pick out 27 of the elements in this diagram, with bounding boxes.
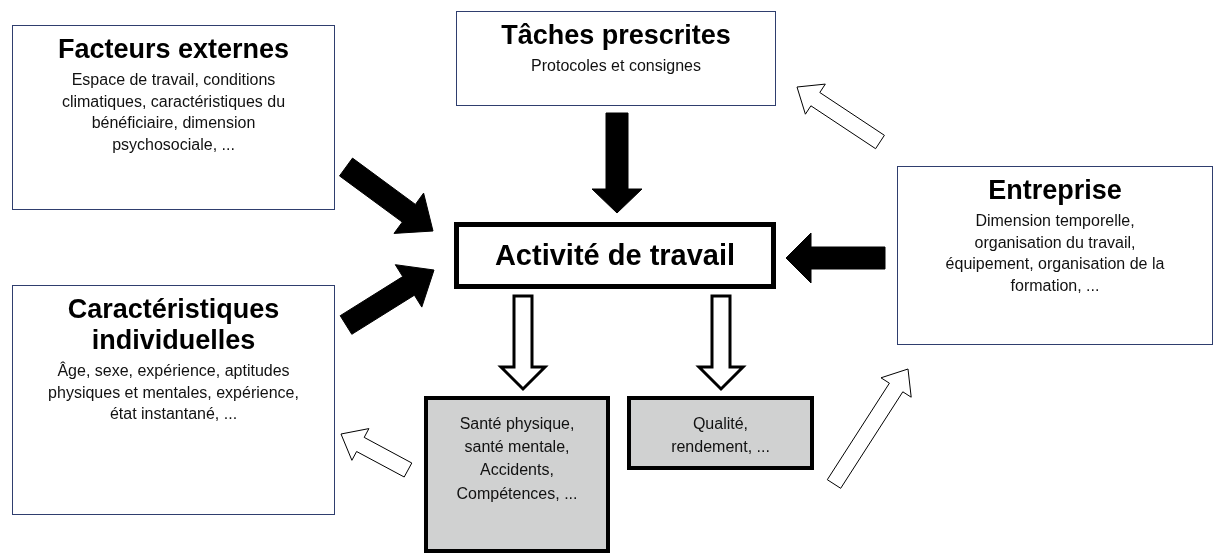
block-arrow xyxy=(591,112,643,214)
box-description: Santé physique, santé mentale, Accidents, Compétences, ... xyxy=(455,414,579,504)
central-box xyxy=(454,222,776,289)
box-description: Espace de travail, conditions climatiques, caractéristiques du bénéficiaire, dimension psychosociale, ... xyxy=(60,70,287,155)
block-arrow xyxy=(339,157,434,234)
box-heading: Facteurs externes xyxy=(57,34,290,66)
block-arrow xyxy=(796,83,885,150)
factor-box xyxy=(456,11,776,106)
block-arrow xyxy=(826,368,912,489)
outcome-box xyxy=(627,396,814,470)
factor-box xyxy=(12,25,335,210)
block-arrow xyxy=(785,232,886,284)
outcome-box xyxy=(424,396,610,553)
box-heading: Caractéristiques individuelles xyxy=(66,294,281,357)
box-description: Âge, sexe, expérience, aptitudes physiques et mentales, expérience, état instantané, ... xyxy=(47,360,300,425)
block-arrow xyxy=(340,428,413,478)
box-heading: Tâches prescrites xyxy=(501,20,731,52)
box-description: Protocoles et consignes xyxy=(530,56,702,77)
box-description: Dimension temporelle, organisation du travail, équipement, organisation de la formation, ... xyxy=(944,211,1166,296)
factor-box xyxy=(12,285,335,515)
block-arrow xyxy=(695,294,747,392)
block-arrow xyxy=(339,264,435,335)
block-arrow xyxy=(497,294,549,392)
box-heading: Entreprise xyxy=(988,175,1122,207)
factor-box xyxy=(897,166,1213,345)
box-description: Qualité, rendement, ... xyxy=(670,414,771,458)
box-heading: Activité de travail xyxy=(494,238,736,274)
